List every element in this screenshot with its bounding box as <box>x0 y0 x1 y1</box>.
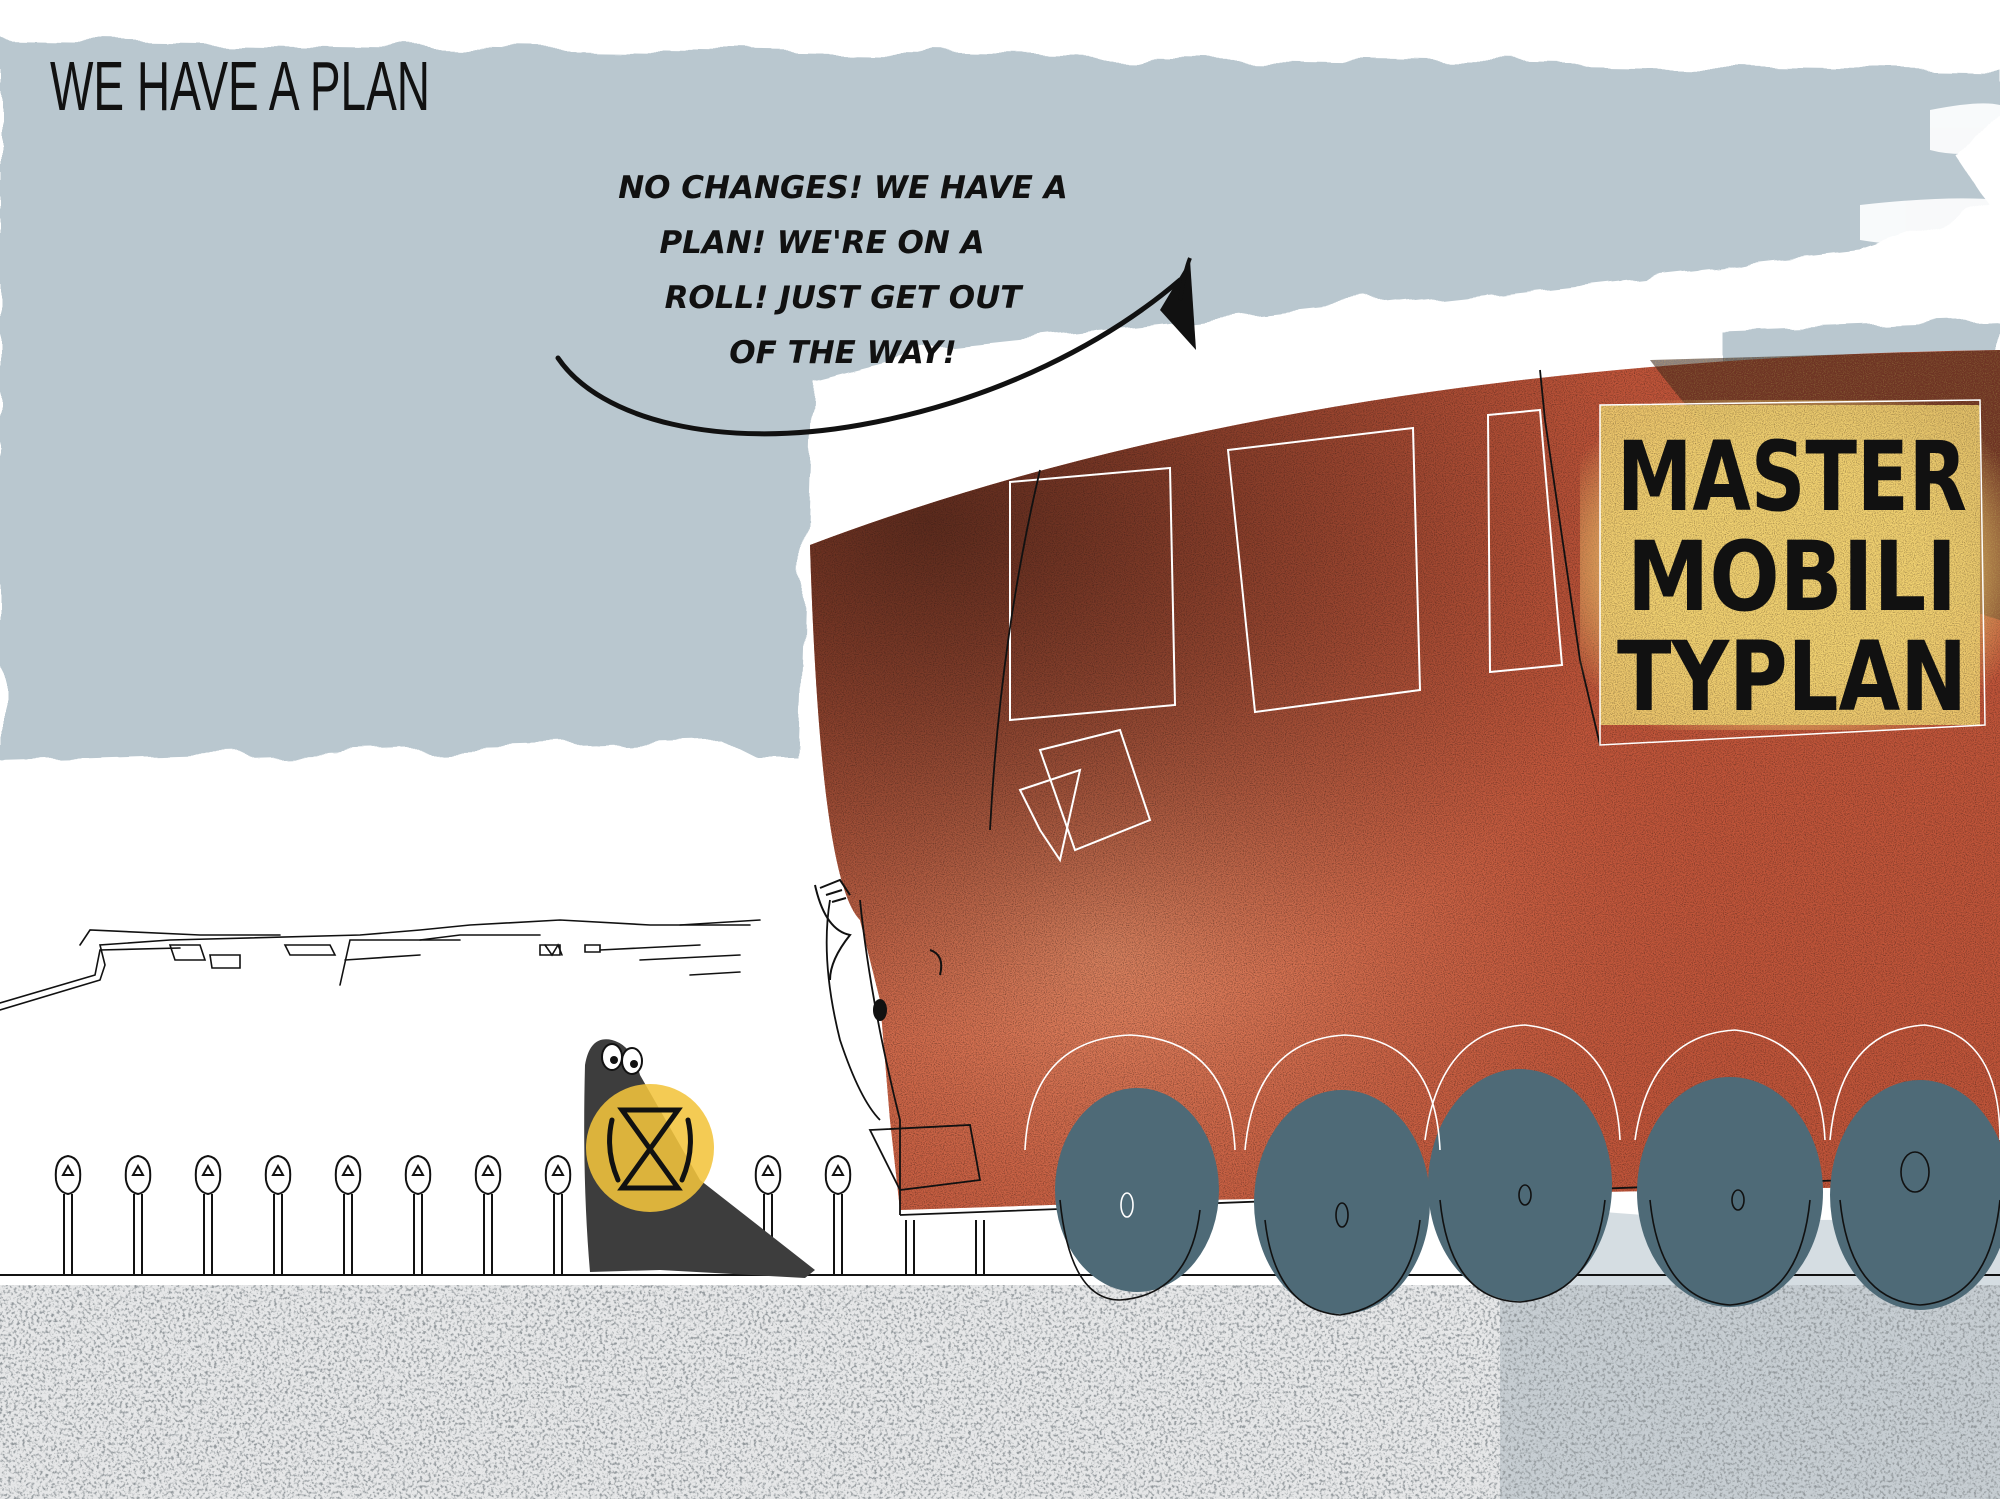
truck-sign: MASTER MOBILI TYPLAN <box>1580 399 2000 746</box>
rebel-character <box>584 1039 815 1278</box>
wheel <box>1830 1080 2000 1310</box>
speech-text: NO CHANGES! WE HAVE A PLAN! WE'RE ON A R… <box>618 170 1068 371</box>
truck-windows <box>1009 408 1564 863</box>
background-sketch <box>0 919 761 1011</box>
speech-line-2: PLAN! WE'RE ON A <box>659 225 984 261</box>
sign-line-2: MOBILI <box>1627 521 1957 633</box>
parking-meter-icon <box>264 1154 292 1275</box>
wheel-sketch <box>1024 1024 2000 1316</box>
sign-line-3: TYPLAN <box>1617 621 1967 733</box>
speech-line-3: ROLL! JUST GET OUT <box>665 280 1025 316</box>
parking-meter-icon <box>334 1154 362 1275</box>
arrow-curve-icon <box>555 257 1196 437</box>
sky-highlights <box>1860 103 2000 247</box>
wheel <box>1428 1069 1612 1301</box>
speech-line-1: NO CHANGES! WE HAVE A <box>618 170 1068 206</box>
wheel <box>1055 1088 1219 1292</box>
parking-meter-icon <box>824 1154 852 1275</box>
parking-meter-icon <box>905 1220 915 1275</box>
comic-title: WE HAVE A PLAN <box>50 47 430 125</box>
wheel <box>1637 1077 1823 1307</box>
wheel <box>1254 1090 1430 1314</box>
truck-wheels <box>1055 1069 2000 1314</box>
speech-line-4: OF THE WAY! <box>729 335 957 371</box>
parking-meter-icon <box>474 1154 502 1275</box>
parking-meter-icon <box>124 1154 152 1275</box>
parking-meter-icon <box>404 1154 432 1275</box>
parking-meter-icon <box>975 1220 985 1275</box>
ground <box>0 1274 2000 1499</box>
parking-meter-row <box>54 1154 985 1275</box>
parking-meter-icon <box>194 1154 222 1275</box>
parking-meter-icon <box>54 1154 82 1275</box>
sign-line-1: MASTER <box>1617 421 1967 533</box>
truck-face <box>814 878 943 1021</box>
parking-meter-icon <box>544 1154 572 1275</box>
master-mobility-plan-truck: MASTER MOBILI TYPLAN <box>810 350 2000 1316</box>
xr-hourglass-icon <box>607 1107 693 1191</box>
